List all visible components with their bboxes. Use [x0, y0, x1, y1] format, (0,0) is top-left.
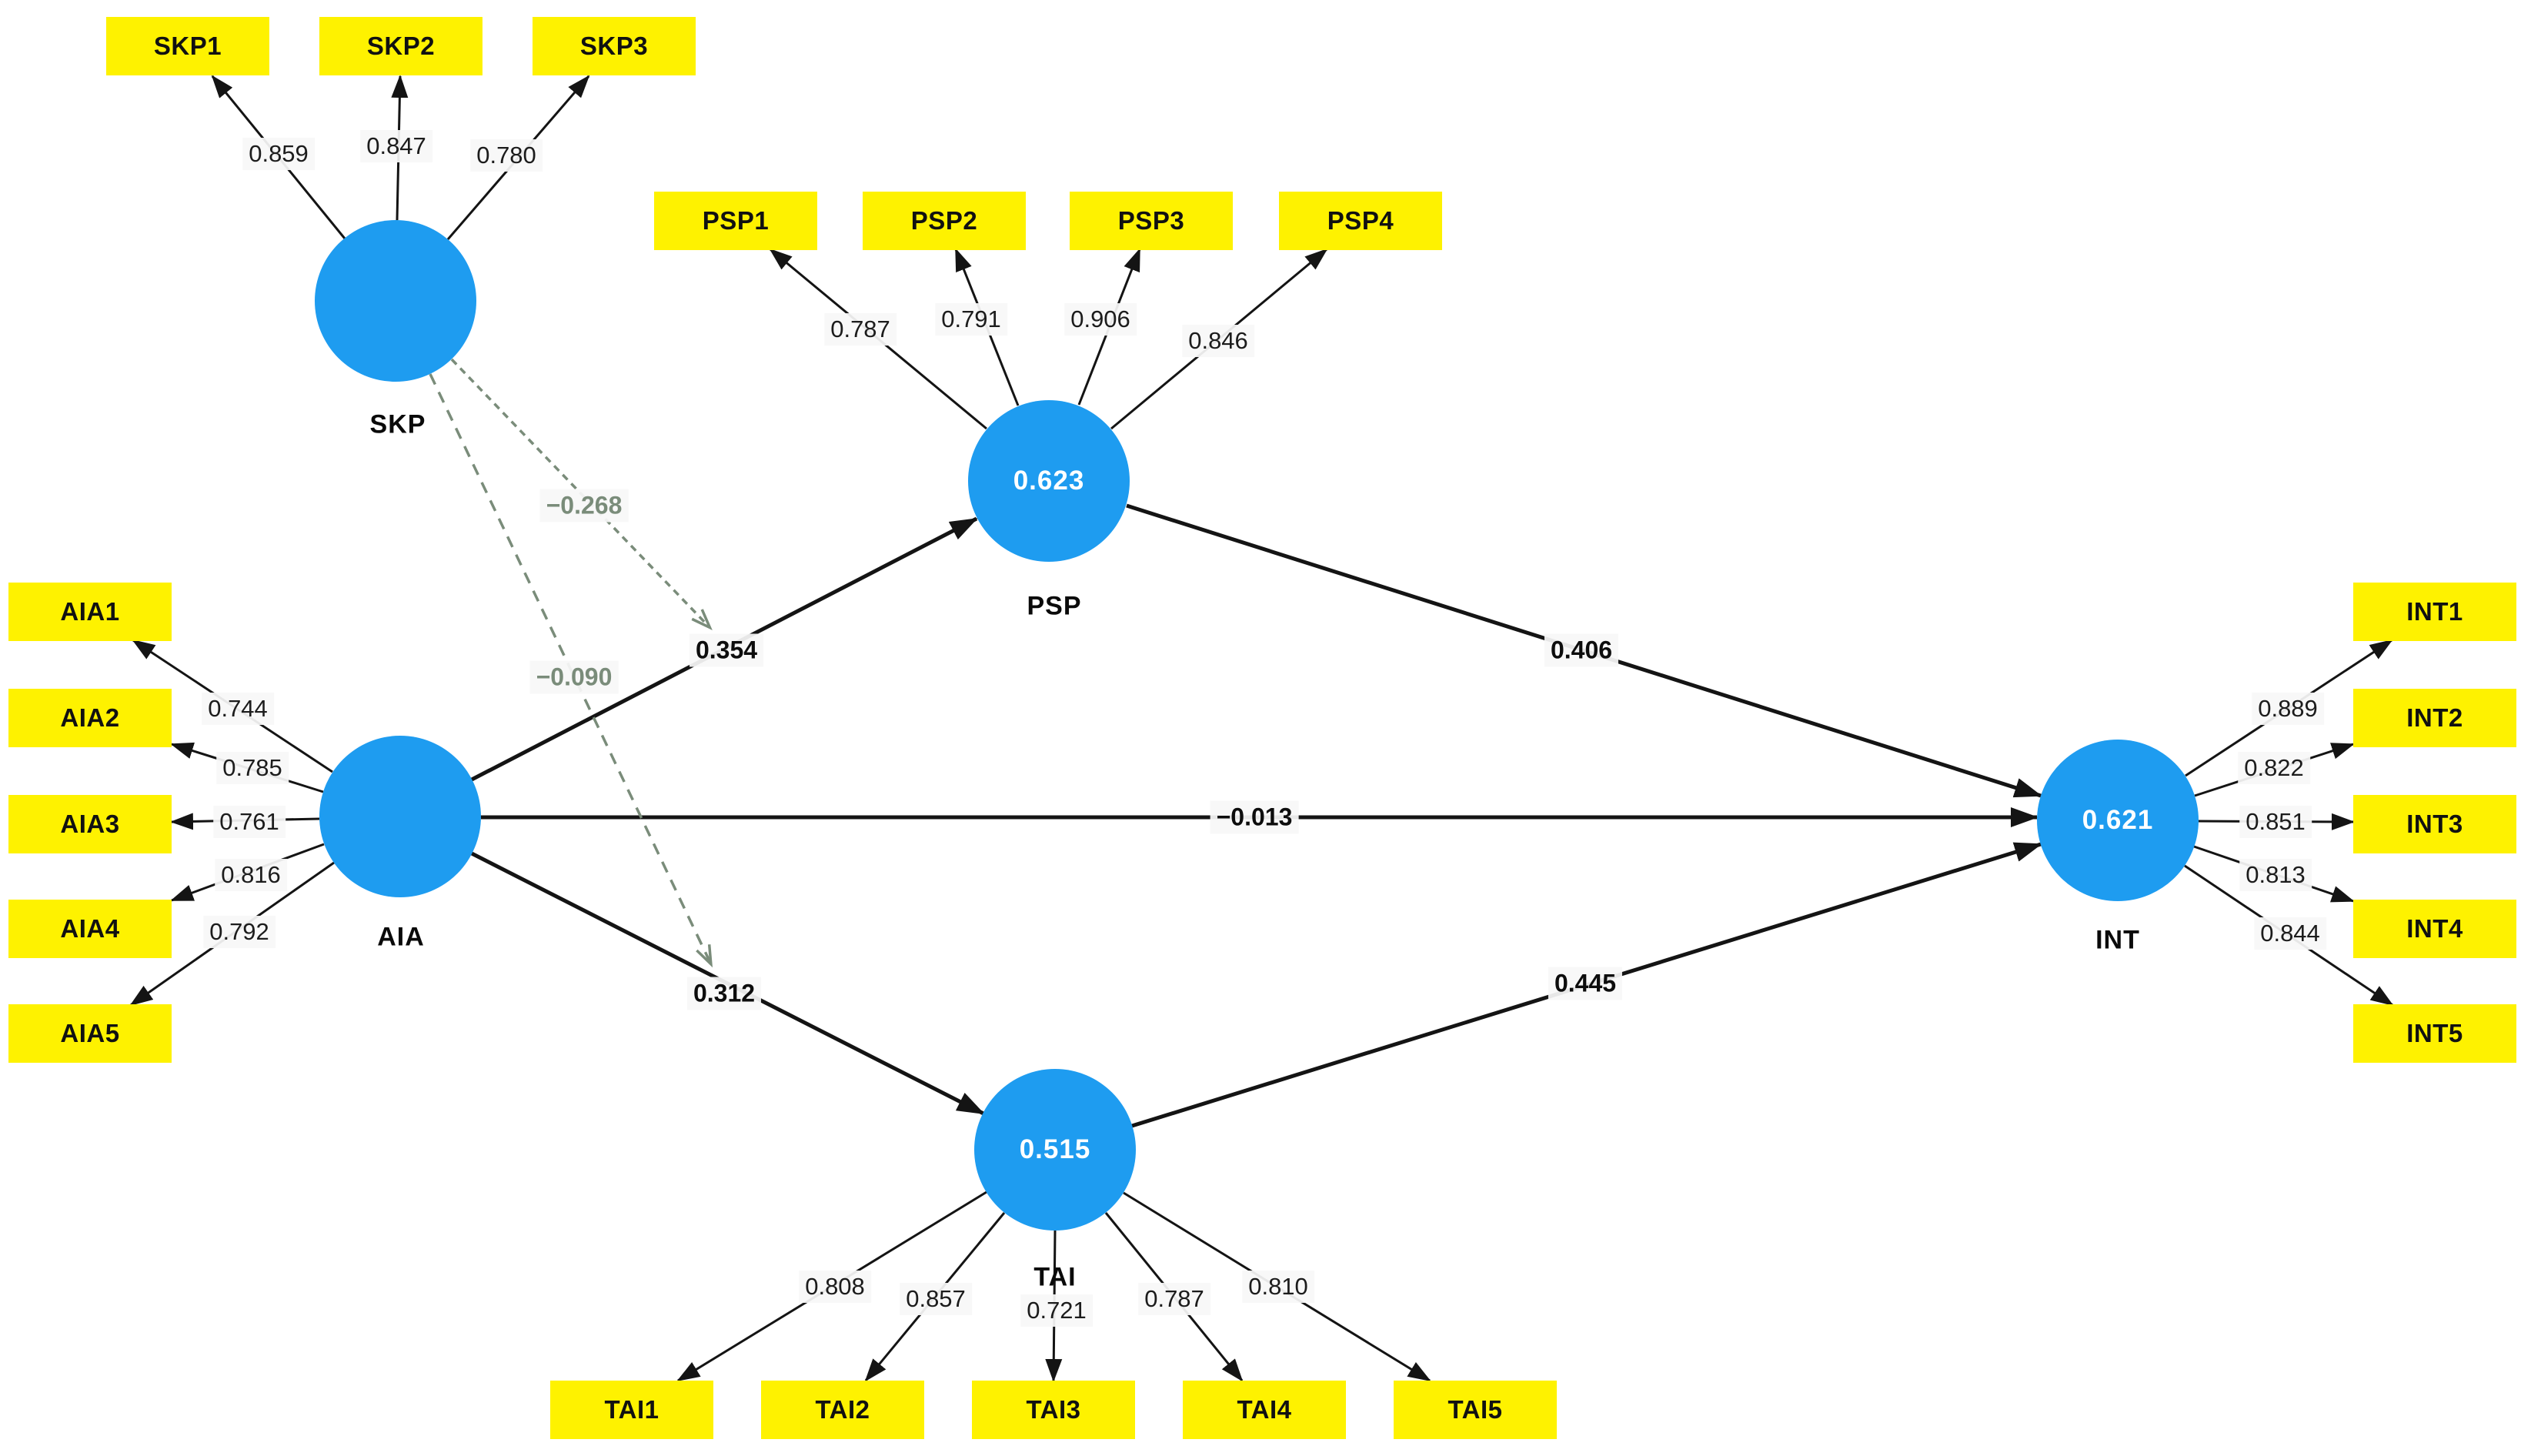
indicator-tai4: TAI4	[1183, 1381, 1346, 1439]
loading-aia2: 0.785	[216, 752, 289, 784]
r2-value-psp: 0.623	[1013, 466, 1085, 496]
loading-psp2: 0.791	[935, 303, 1007, 336]
loading-aia4: 0.816	[215, 859, 287, 891]
loading-int5: 0.844	[2254, 917, 2326, 950]
loading-int3: 0.851	[2239, 806, 2312, 838]
indicator-aia5: AIA5	[8, 1004, 172, 1063]
loading-psp1: 0.787	[824, 313, 897, 346]
construct-aia	[319, 736, 481, 897]
construct-label-aia: AIA	[377, 922, 425, 952]
construct-label-psp: PSP	[1027, 591, 1082, 621]
indicator-tai3: TAI3	[972, 1381, 1135, 1439]
loading-skp3: 0.780	[470, 139, 543, 172]
indicator-aia3: AIA3	[8, 795, 172, 853]
indicator-skp3: SKP3	[533, 17, 696, 75]
indicator-tai2: TAI2	[761, 1381, 924, 1439]
path-coefficient-aia-tai: 0.312	[686, 977, 762, 1010]
indicator-tai1: TAI1	[550, 1381, 713, 1439]
r2-value-int: 0.621	[2082, 805, 2154, 835]
construct-label-tai: TAI	[1033, 1262, 1077, 1292]
indicator-psp2: PSP2	[863, 192, 1026, 250]
indicator-int5: INT5	[2353, 1004, 2516, 1063]
loading-tai2: 0.857	[900, 1283, 972, 1315]
loading-psp3: 0.906	[1064, 303, 1137, 336]
indicator-skp1: SKP1	[106, 17, 269, 75]
loading-aia3: 0.761	[213, 806, 285, 838]
indicator-tai5: TAI5	[1394, 1381, 1557, 1439]
loading-tai5: 0.810	[1242, 1271, 1314, 1303]
indicator-psp1: PSP1	[654, 192, 817, 250]
loading-skp1: 0.859	[242, 138, 315, 170]
indicator-skp2: SKP2	[319, 17, 482, 75]
loading-tai3: 0.721	[1020, 1294, 1093, 1327]
loading-psp4: 0.846	[1182, 325, 1254, 357]
loading-int4: 0.813	[2239, 859, 2312, 891]
loading-tai1: 0.808	[799, 1271, 871, 1303]
loading-tai4: 0.787	[1138, 1283, 1210, 1315]
loading-aia1: 0.744	[202, 693, 274, 725]
construct-int: 0.621	[2037, 740, 2199, 901]
moderation-coefficient-skp-aia-psp: −0.268	[539, 489, 629, 523]
loading-int1: 0.889	[2252, 693, 2324, 725]
loading-skp2: 0.847	[360, 130, 432, 162]
moderation-coefficient-skp-aia-tai: −0.090	[529, 660, 619, 694]
loading-aia5: 0.792	[203, 916, 275, 948]
indicator-psp3: PSP3	[1070, 192, 1233, 250]
construct-label-int: INT	[2095, 925, 2140, 955]
indicator-int1: INT1	[2353, 583, 2516, 641]
indicator-psp4: PSP4	[1279, 192, 1442, 250]
construct-tai: 0.515	[974, 1069, 1136, 1231]
indicator-aia2: AIA2	[8, 689, 172, 747]
indicator-int3: INT3	[2353, 795, 2516, 853]
path-coefficient-psp-int: 0.406	[1544, 633, 1619, 667]
loading-int2: 0.822	[2238, 752, 2310, 784]
path-coefficient-aia-int: −0.013	[1210, 800, 1299, 834]
indicator-int4: INT4	[2353, 900, 2516, 958]
construct-psp: 0.623	[968, 400, 1130, 562]
path-coefficient-tai-int: 0.445	[1548, 967, 1623, 1000]
indicator-aia1: AIA1	[8, 583, 172, 641]
construct-label-skp: SKP	[369, 409, 426, 439]
indicator-int2: INT2	[2353, 689, 2516, 747]
path-coefficient-aia-psp: 0.354	[689, 633, 764, 667]
r2-value-tai: 0.515	[1019, 1134, 1091, 1164]
construct-skp	[315, 220, 476, 382]
indicator-aia4: AIA4	[8, 900, 172, 958]
